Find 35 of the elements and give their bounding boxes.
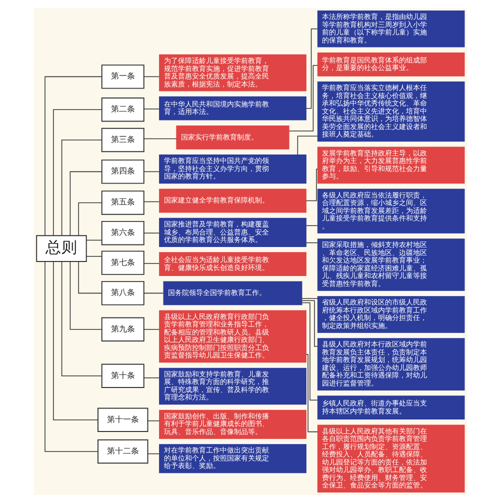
connector: [143, 232, 160, 234]
connector: [69, 171, 102, 236]
connector: [301, 300, 318, 347]
connector: [52, 109, 102, 236]
connector: [305, 354, 318, 432]
connector: [305, 242, 318, 244]
connector: [305, 225, 318, 226]
connector: [288, 64, 318, 132]
connector: [301, 302, 318, 401]
connector: [143, 171, 160, 172]
connector: [296, 136, 318, 156]
connector: [143, 292, 164, 294]
connector: [69, 261, 102, 330]
connector: [305, 28, 318, 109]
connector: [146, 420, 160, 422]
connector: [146, 453, 160, 454]
connector: [60, 261, 102, 376]
connector: [86, 240, 102, 241]
connector: [143, 201, 160, 202]
node-box: 总则: [36, 235, 86, 262]
connector: [60, 140, 102, 236]
connector: [143, 263, 160, 264]
connector: [78, 261, 102, 294]
connector: [44, 76, 102, 236]
connector: [301, 298, 318, 299]
connector: [143, 138, 176, 140]
connector: [305, 168, 318, 202]
connector: [143, 76, 160, 78]
connector: [52, 261, 98, 420]
connector: [86, 256, 102, 257]
connector: [143, 328, 160, 330]
connector: [44, 261, 98, 452]
connector: [143, 108, 160, 110]
connector: [143, 377, 160, 378]
connector: [78, 202, 102, 236]
